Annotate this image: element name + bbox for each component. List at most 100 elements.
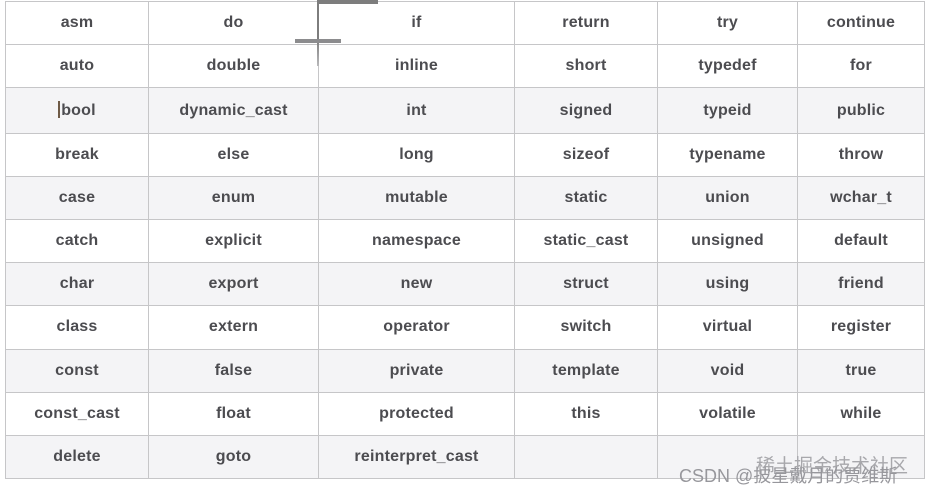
keyword-cell[interactable]: typedef: [657, 44, 798, 89]
keyword-label: asm: [60, 14, 94, 32]
keyword-cell[interactable]: sizeof: [514, 132, 658, 177]
keyword-cell[interactable]: explicit: [148, 219, 319, 264]
keyword-cell[interactable]: private: [318, 348, 515, 393]
keyword-cell[interactable]: switch: [514, 305, 658, 350]
table-row: auto double inline short typedef for: [5, 44, 925, 89]
keyword-cell[interactable]: do: [148, 0, 319, 46]
keyword-cell[interactable]: register: [797, 305, 925, 350]
keyword-cell[interactable]: const: [5, 348, 149, 393]
keyword-label: static: [564, 188, 608, 206]
keyword-cell[interactable]: extern: [148, 305, 319, 350]
keyword-cell[interactable]: mutable: [318, 175, 515, 221]
keyword-cell[interactable]: catch: [5, 219, 149, 264]
keyword-label: default: [834, 232, 888, 250]
keyword-cell[interactable]: typename: [657, 132, 798, 177]
keyword-cell[interactable]: false: [148, 348, 319, 393]
keyword-cell[interactable]: new: [318, 262, 515, 307]
keyword-cell[interactable]: bool: [5, 87, 149, 134]
keyword-label: typeid: [703, 101, 752, 119]
keyword-label: inline: [395, 57, 438, 75]
keyword-cell[interactable]: public: [797, 87, 925, 134]
keyword-cell[interactable]: goto: [148, 434, 319, 480]
keyword-cell[interactable]: unsigned: [657, 219, 798, 264]
keyword-label: delete: [53, 447, 101, 465]
keyword-cell[interactable]: int: [318, 87, 515, 134]
keyword-cell[interactable]: default: [797, 219, 925, 264]
keyword-cell[interactable]: continue: [797, 0, 925, 46]
keyword-cell[interactable]: while: [797, 391, 925, 436]
keyword-cell[interactable]: protected: [318, 391, 515, 436]
keyword-cell[interactable]: signed: [514, 87, 658, 134]
keyword-cell[interactable]: reinterpret_cast: [318, 434, 515, 480]
column-resize-guide-line-icon: [317, 0, 319, 66]
keyword-cell[interactable]: if: [318, 0, 515, 46]
keyword-label: static_cast: [543, 232, 629, 250]
keyword-cell[interactable]: operator: [318, 305, 515, 350]
keyword-cell[interactable]: static_cast: [514, 219, 658, 264]
keyword-cell[interactable]: enum: [148, 175, 319, 221]
keyword-cell[interactable]: template: [514, 348, 658, 393]
keyword-label: friend: [838, 275, 884, 293]
keyword-label: mutable: [385, 188, 448, 206]
keyword-label: case: [58, 188, 96, 206]
keyword-label: typedef: [698, 57, 757, 75]
keyword-cell[interactable]: volatile: [657, 391, 798, 436]
keyword-label: template: [552, 361, 620, 379]
keyword-cell[interactable]: wchar_t: [797, 175, 925, 221]
keyword-label: while: [840, 404, 882, 422]
keyword-cell[interactable]: friend: [797, 262, 925, 307]
keyword-cell[interactable]: dynamic_cast: [148, 87, 319, 134]
keyword-cell[interactable]: throw: [797, 132, 925, 177]
keyword-cell[interactable]: asm: [5, 0, 149, 46]
keyword-cell[interactable]: union: [657, 175, 798, 221]
keyword-cell[interactable]: class: [5, 305, 149, 350]
keyword-label: bool: [61, 102, 96, 120]
keyword-cell[interactable]: [514, 434, 658, 480]
keyword-label: auto: [59, 57, 95, 75]
keyword-label: extern: [208, 318, 259, 336]
keyword-cell[interactable]: float: [148, 391, 319, 436]
keyword-cell[interactable]: const_cast: [5, 391, 149, 436]
keyword-cell[interactable]: inline: [318, 44, 515, 89]
keyword-cell[interactable]: virtual: [657, 305, 798, 350]
keyword-cell[interactable]: true: [797, 348, 925, 393]
keyword-cell[interactable]: delete: [5, 434, 149, 480]
keyword-label: explicit: [205, 232, 262, 250]
keyword-cell[interactable]: long: [318, 132, 515, 177]
keyword-label: catch: [55, 232, 99, 250]
keyword-cell[interactable]: else: [148, 132, 319, 177]
keyword-cell[interactable]: case: [5, 175, 149, 221]
keyword-cell[interactable]: struct: [514, 262, 658, 307]
keyword-cell[interactable]: namespace: [318, 219, 515, 264]
keyword-cell[interactable]: export: [148, 262, 319, 307]
keyword-label: true: [845, 361, 877, 379]
keyword-label: protected: [379, 404, 454, 422]
keyword-cell[interactable]: auto: [5, 44, 149, 89]
keyword-label: int: [406, 101, 427, 119]
keyword-label: class: [56, 318, 98, 336]
keyword-label: namespace: [372, 232, 461, 250]
keyword-cell[interactable]: void: [657, 348, 798, 393]
keyword-cell[interactable]: double: [148, 44, 319, 89]
keyword-cell[interactable]: for: [797, 44, 925, 89]
keyword-cell[interactable]: [657, 434, 798, 480]
keyword-cell[interactable]: try: [657, 0, 798, 46]
keyword-cell[interactable]: short: [514, 44, 658, 89]
keyword-cell[interactable]: this: [514, 391, 658, 436]
keyword-cell[interactable]: [797, 434, 925, 480]
keyword-cell[interactable]: static: [514, 175, 658, 221]
keyword-label: double: [206, 57, 261, 75]
keyword-cell[interactable]: return: [514, 0, 658, 46]
column-resize-handle-icon[interactable]: [295, 39, 341, 43]
keyword-cell[interactable]: break: [5, 132, 149, 177]
keyword-label: void: [710, 361, 745, 379]
keyword-cell[interactable]: char: [5, 262, 149, 307]
keyword-label: false: [214, 361, 253, 379]
keyword-label: dynamic_cast: [179, 101, 288, 119]
keyword-cell[interactable]: typeid: [657, 87, 798, 134]
keyword-cell[interactable]: using: [657, 262, 798, 307]
